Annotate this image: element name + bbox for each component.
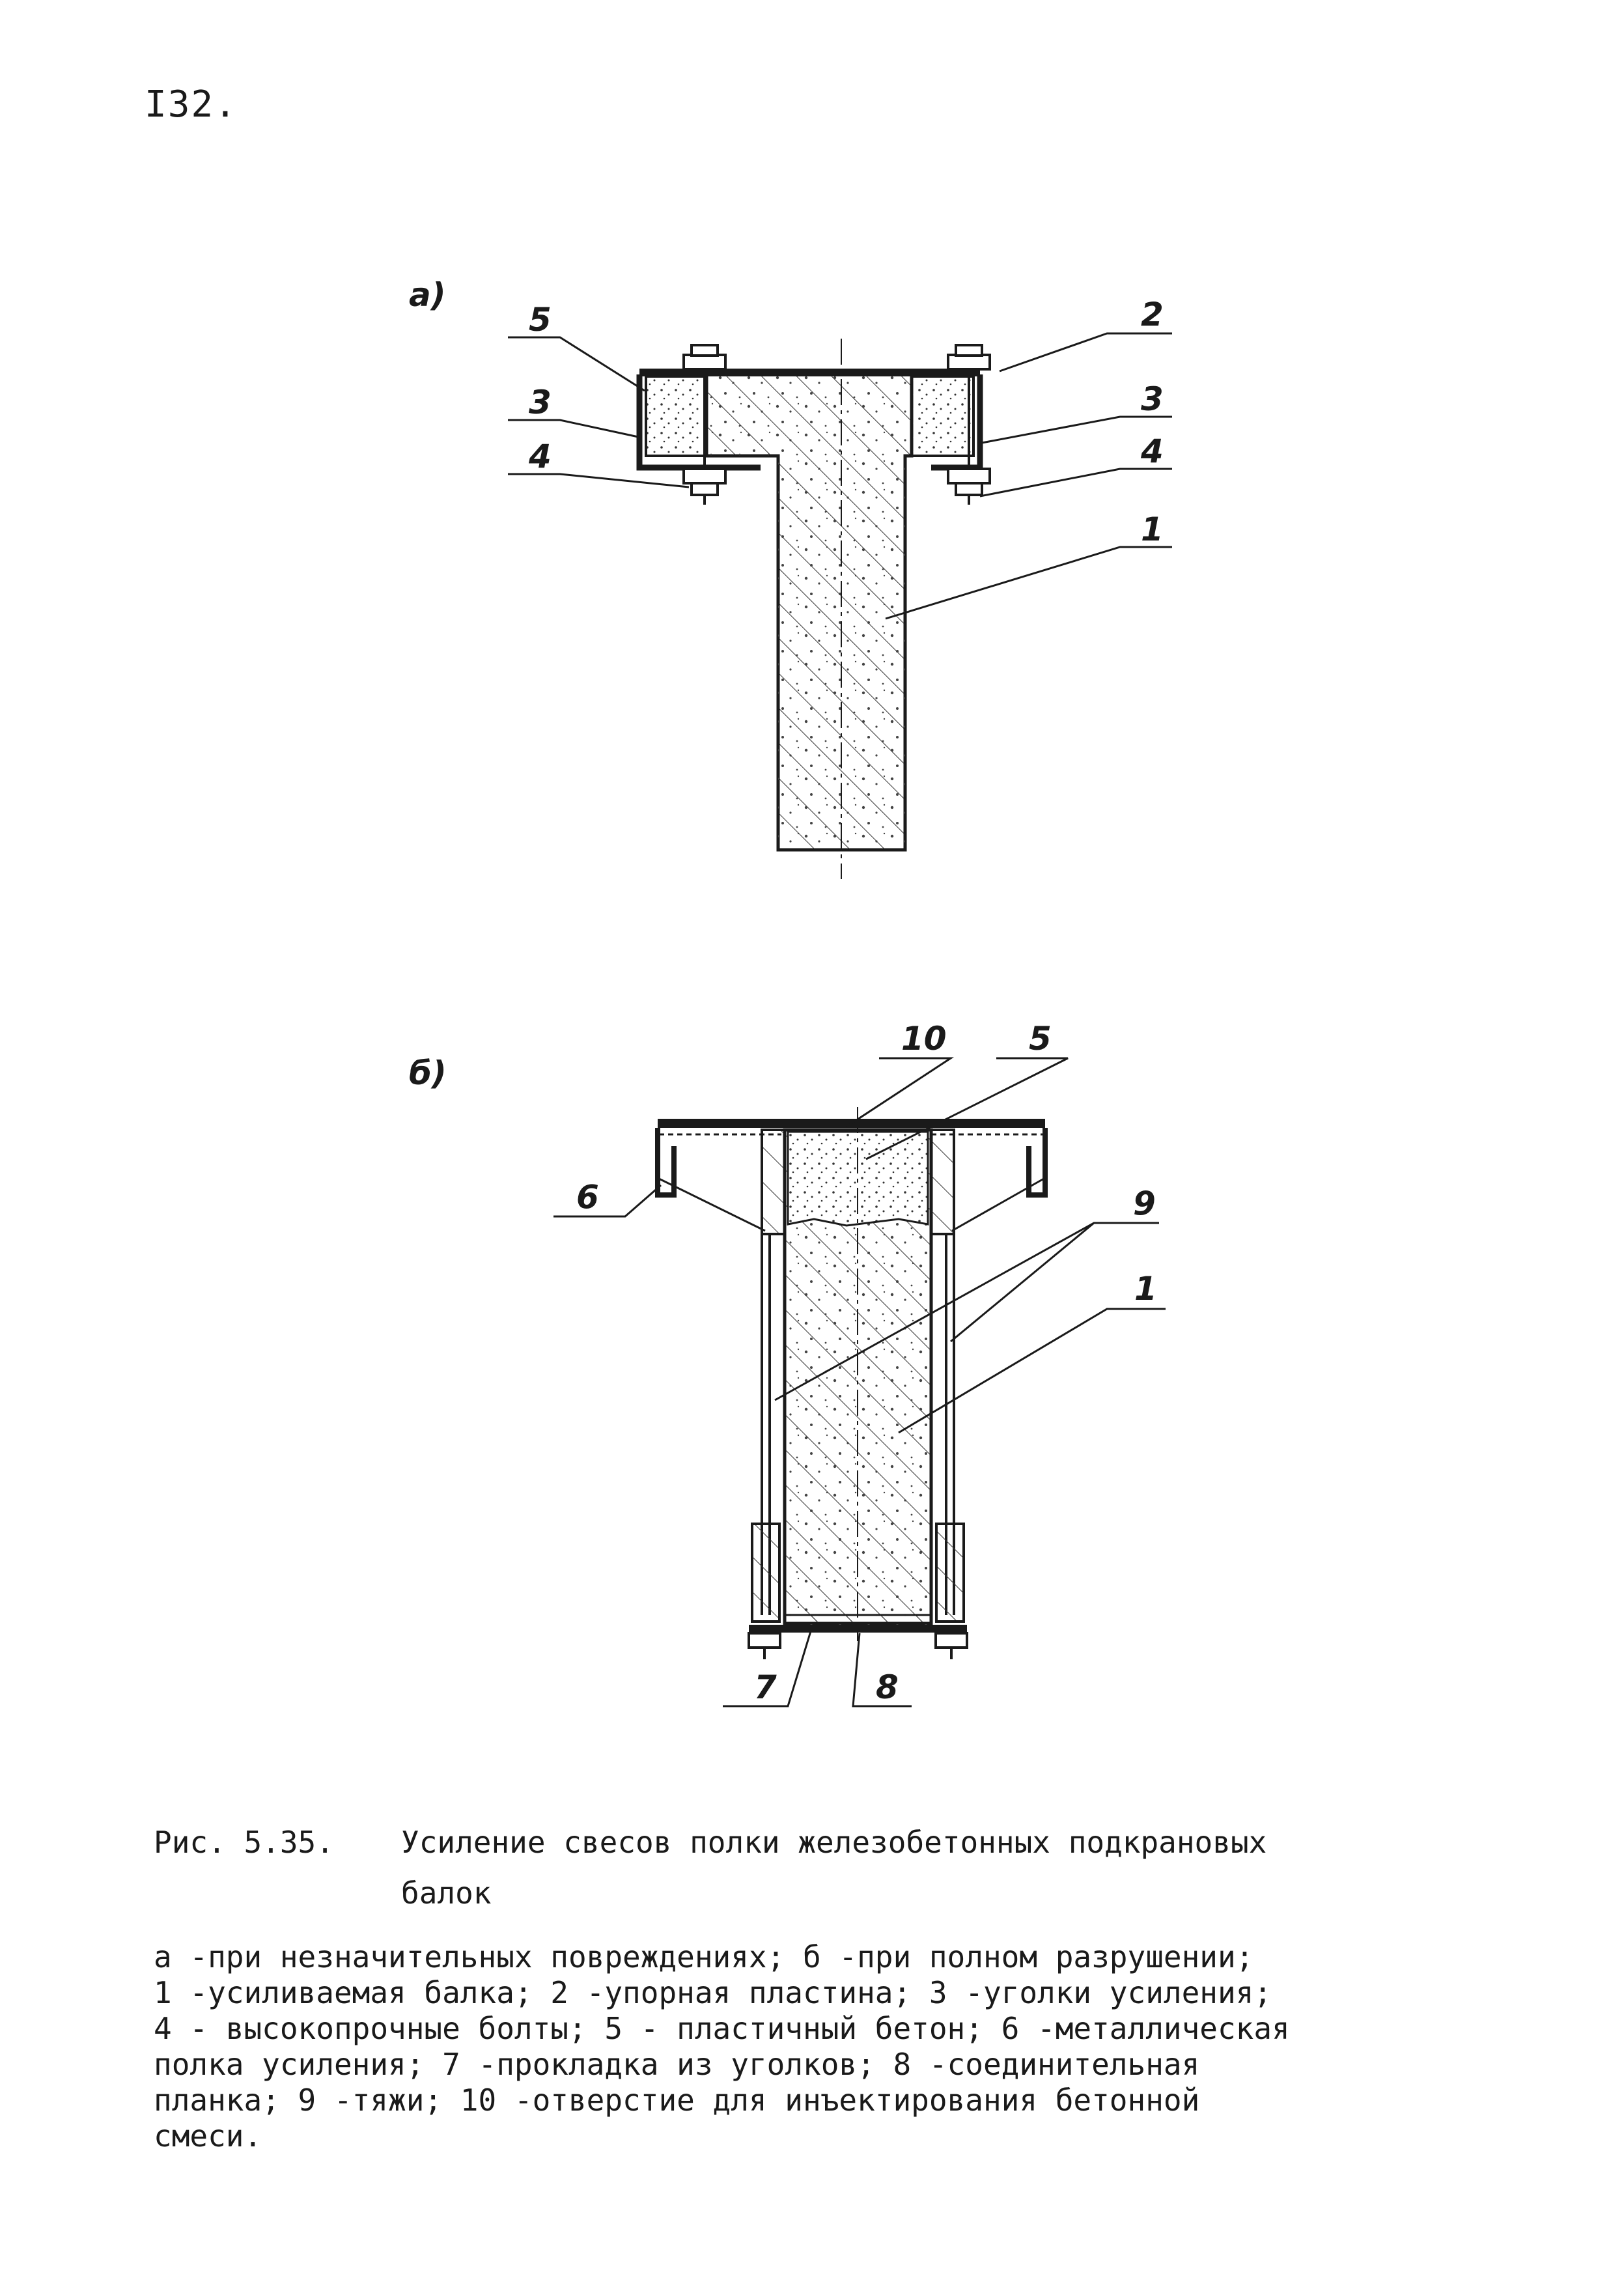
callout-b-5: 5 [1029, 1020, 1052, 1058]
panel-b-diagram: б) [409, 1020, 1166, 1707]
legend-line: 1 -усиливаемая балка; 2 -упорная пластин… [154, 1975, 1272, 2010]
legend-line: 4 - высокопрочные болты; 5 - пластичный … [154, 2011, 1290, 2046]
figure-caption: Рис. 5.35. Усиление свесов полки железобе… [154, 1817, 1267, 1918]
bolt-left [682, 344, 727, 505]
callout-a-4-right: 4 [1140, 432, 1164, 470]
callout-a-4-left: 4 [528, 438, 552, 475]
legend-line: планка; 9 -тяжи; 10 -отверстие для инъек… [154, 2083, 1200, 2118]
callout-b-10: 10 [901, 1020, 947, 1058]
plastic-concrete-left [645, 375, 708, 457]
bolt-right [947, 344, 991, 505]
callout-a-3-right: 3 [1141, 380, 1164, 418]
page-number: I32. [145, 83, 238, 126]
callout-b-8: 8 [876, 1668, 899, 1706]
callout-b-6: 6 [576, 1178, 599, 1216]
plastic-concrete-right [910, 375, 975, 457]
panel-b-label: б) [409, 1054, 447, 1092]
callout-a-2: 2 [1141, 296, 1164, 333]
connecting-plate [749, 1625, 967, 1633]
callout-b-9: 9 [1133, 1185, 1156, 1222]
caption-line-1: Усиление свесов полки железобетонных под… [401, 1825, 1267, 1860]
caption-number: Рис. 5.35. [154, 1825, 334, 1860]
legend-line: смеси. [154, 2118, 262, 2154]
panel-a-label: а) [409, 276, 446, 314]
figure-legend: а -при незначительных повреждениях; б -п… [154, 1939, 1456, 2154]
caption-line-2: балок [401, 1875, 492, 1911]
callout-a-5: 5 [529, 301, 552, 339]
callout-a-1: 1 [1141, 511, 1164, 548]
callout-b-7: 7 [754, 1668, 777, 1706]
callout-b-1: 1 [1134, 1270, 1157, 1308]
legend-line: а -при незначительных повреждениях; б -п… [154, 1939, 1254, 1974]
callout-a-3-left: 3 [529, 384, 552, 421]
panel-a-diagram: а) [409, 276, 1172, 879]
legend-line: полка усиления; 7 -прокладка из уголков;… [154, 2047, 1200, 2082]
